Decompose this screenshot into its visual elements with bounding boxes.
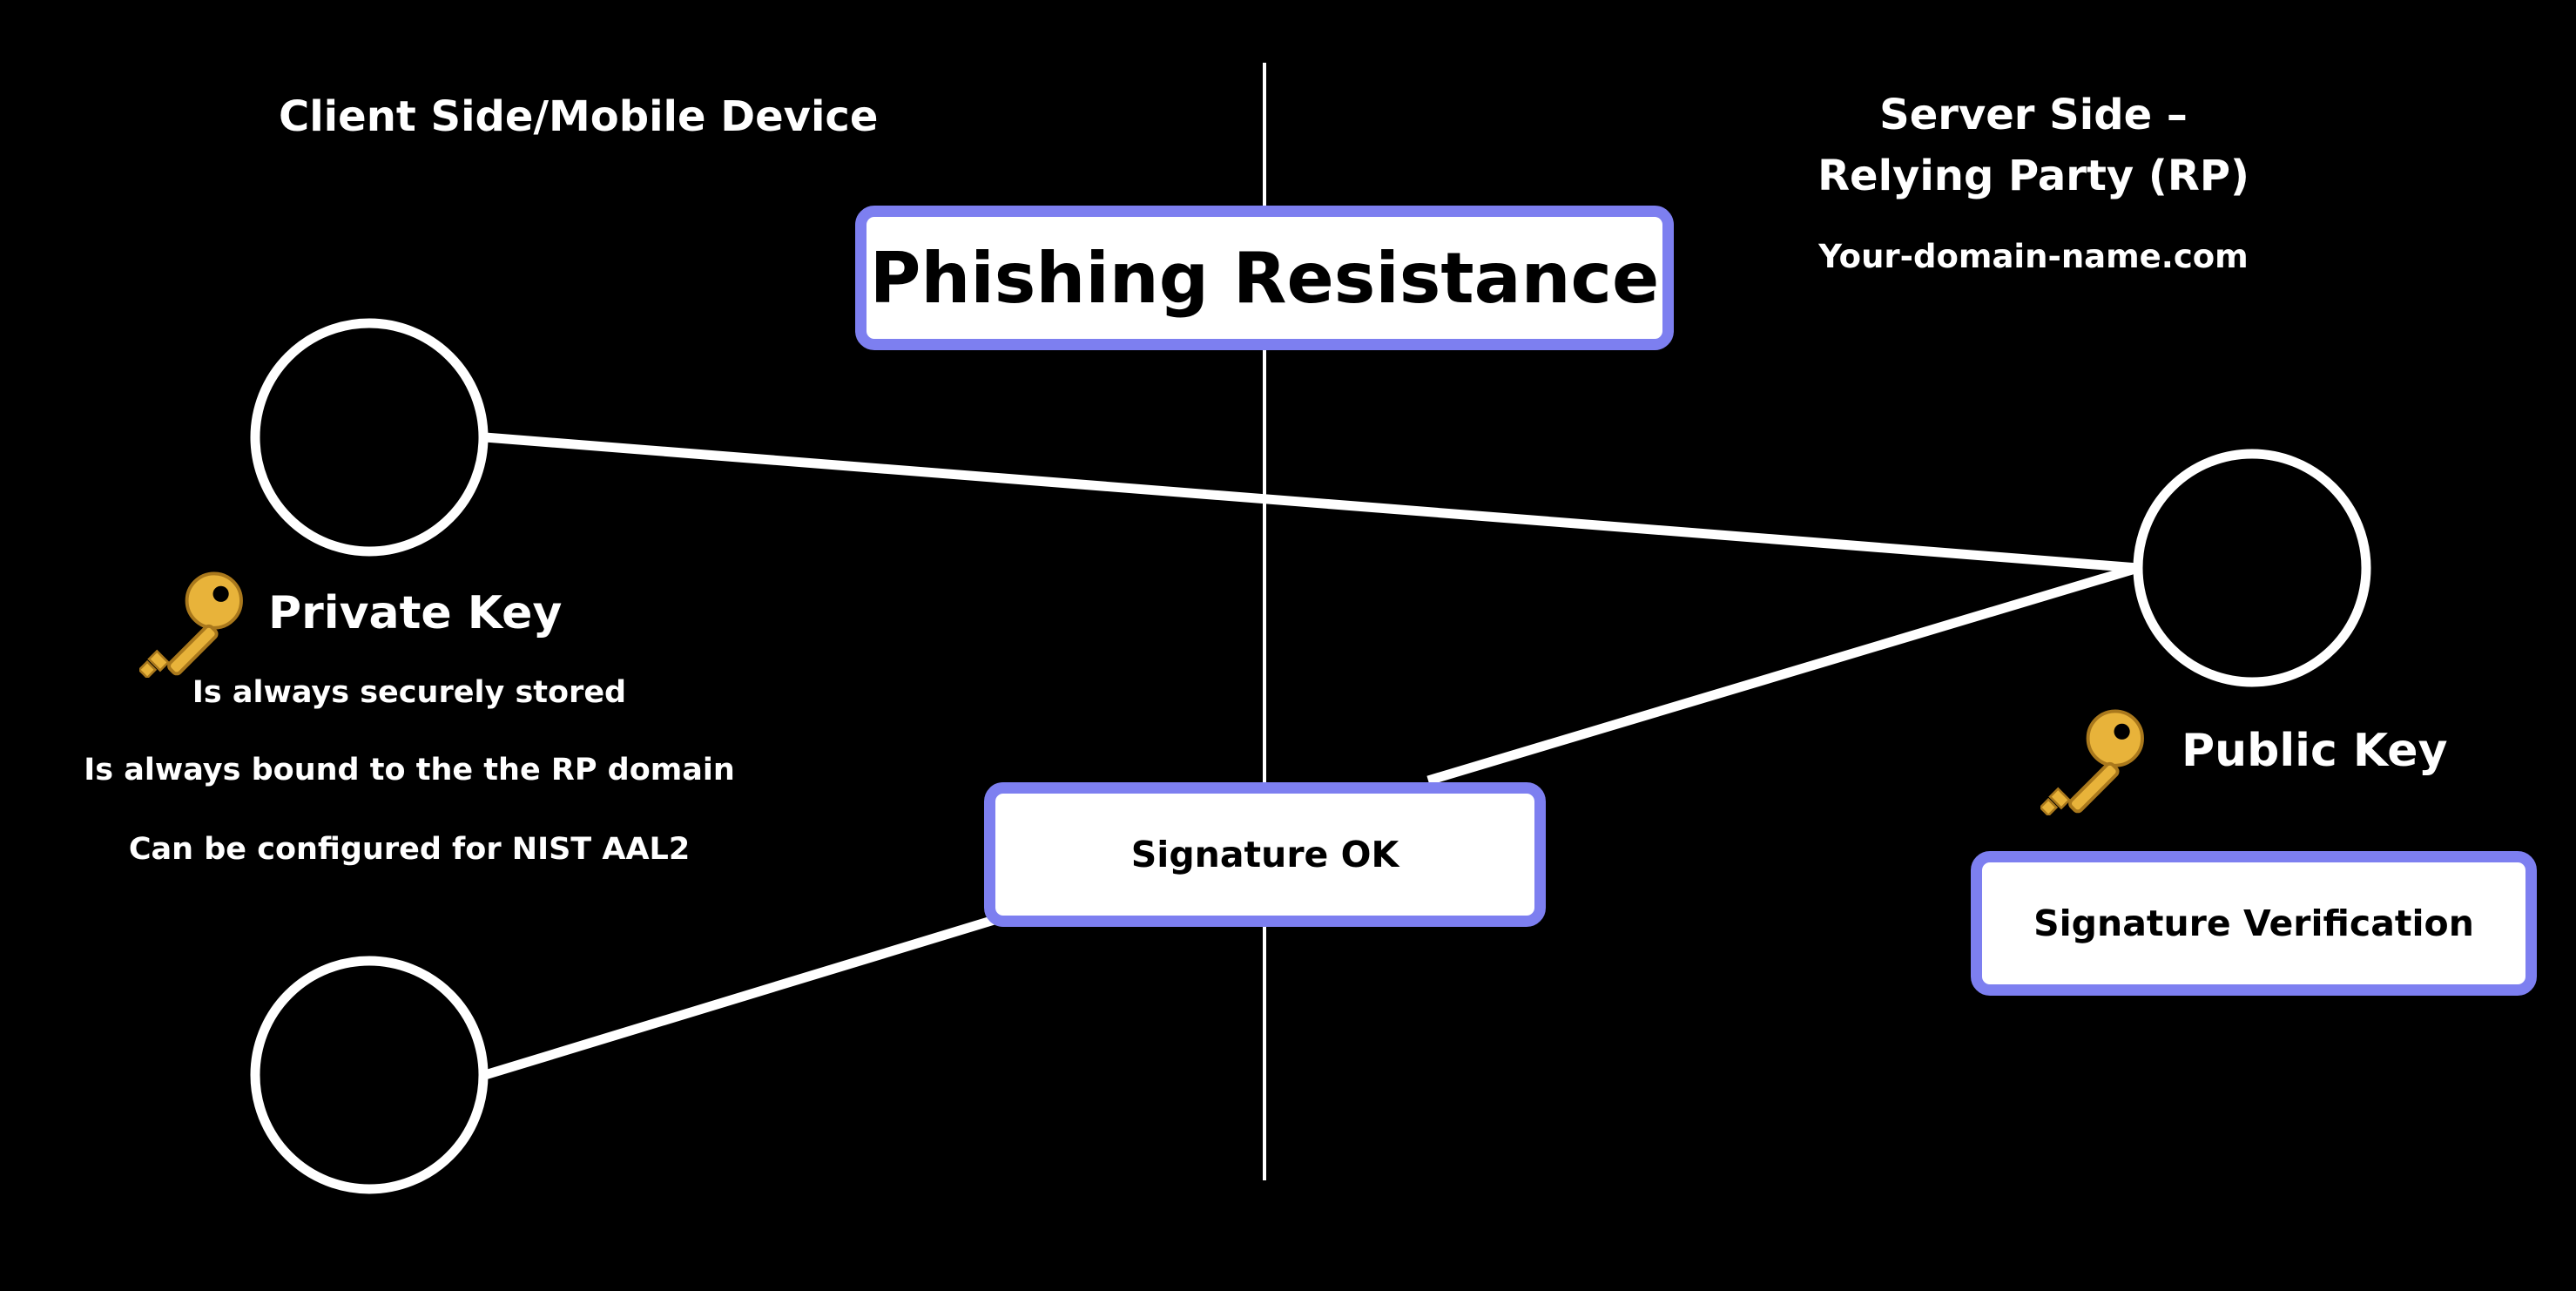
client-node-bottom: [250, 956, 489, 1194]
client-note-2: Is always bound to the the RP domain: [84, 753, 735, 787]
connector-signature-to-client: [483, 914, 999, 1080]
public-key-label: Public Key: [2182, 725, 2448, 777]
page-title: Phishing Resistance: [869, 237, 1660, 319]
domain-name: Your-domain-name.com: [1818, 238, 2249, 275]
public-key-icon: [2040, 709, 2144, 815]
private-key-label: Private Key: [268, 587, 563, 639]
server-heading-line-2: Relying Party (RP): [1817, 151, 2249, 200]
signature-ok-label: Signature OK: [1130, 834, 1399, 875]
client-note-1: Is always securely stored: [192, 675, 627, 710]
signature-verification-label: Signature Verification: [2033, 902, 2474, 944]
signature-verification-box: Signature Verification: [1971, 851, 2537, 996]
server-heading-line-1: Server Side –: [1879, 91, 2188, 139]
private-key-icon: [139, 571, 243, 678]
server-node: [2133, 449, 2371, 687]
connector-public-to-signature: [1426, 563, 2140, 786]
title-box: Phishing Resistance: [855, 206, 1674, 350]
client-side-heading: Client Side/Mobile Device: [279, 92, 879, 141]
client-note-3: Can be configured for NIST AAL2: [128, 832, 691, 867]
client-node-top: [250, 318, 489, 557]
server-side-heading: Server Side – Relying Party (RP): [1781, 85, 2286, 206]
connector-private-to-public: [484, 432, 2139, 573]
signature-ok-box: Signature OK: [984, 782, 1546, 927]
